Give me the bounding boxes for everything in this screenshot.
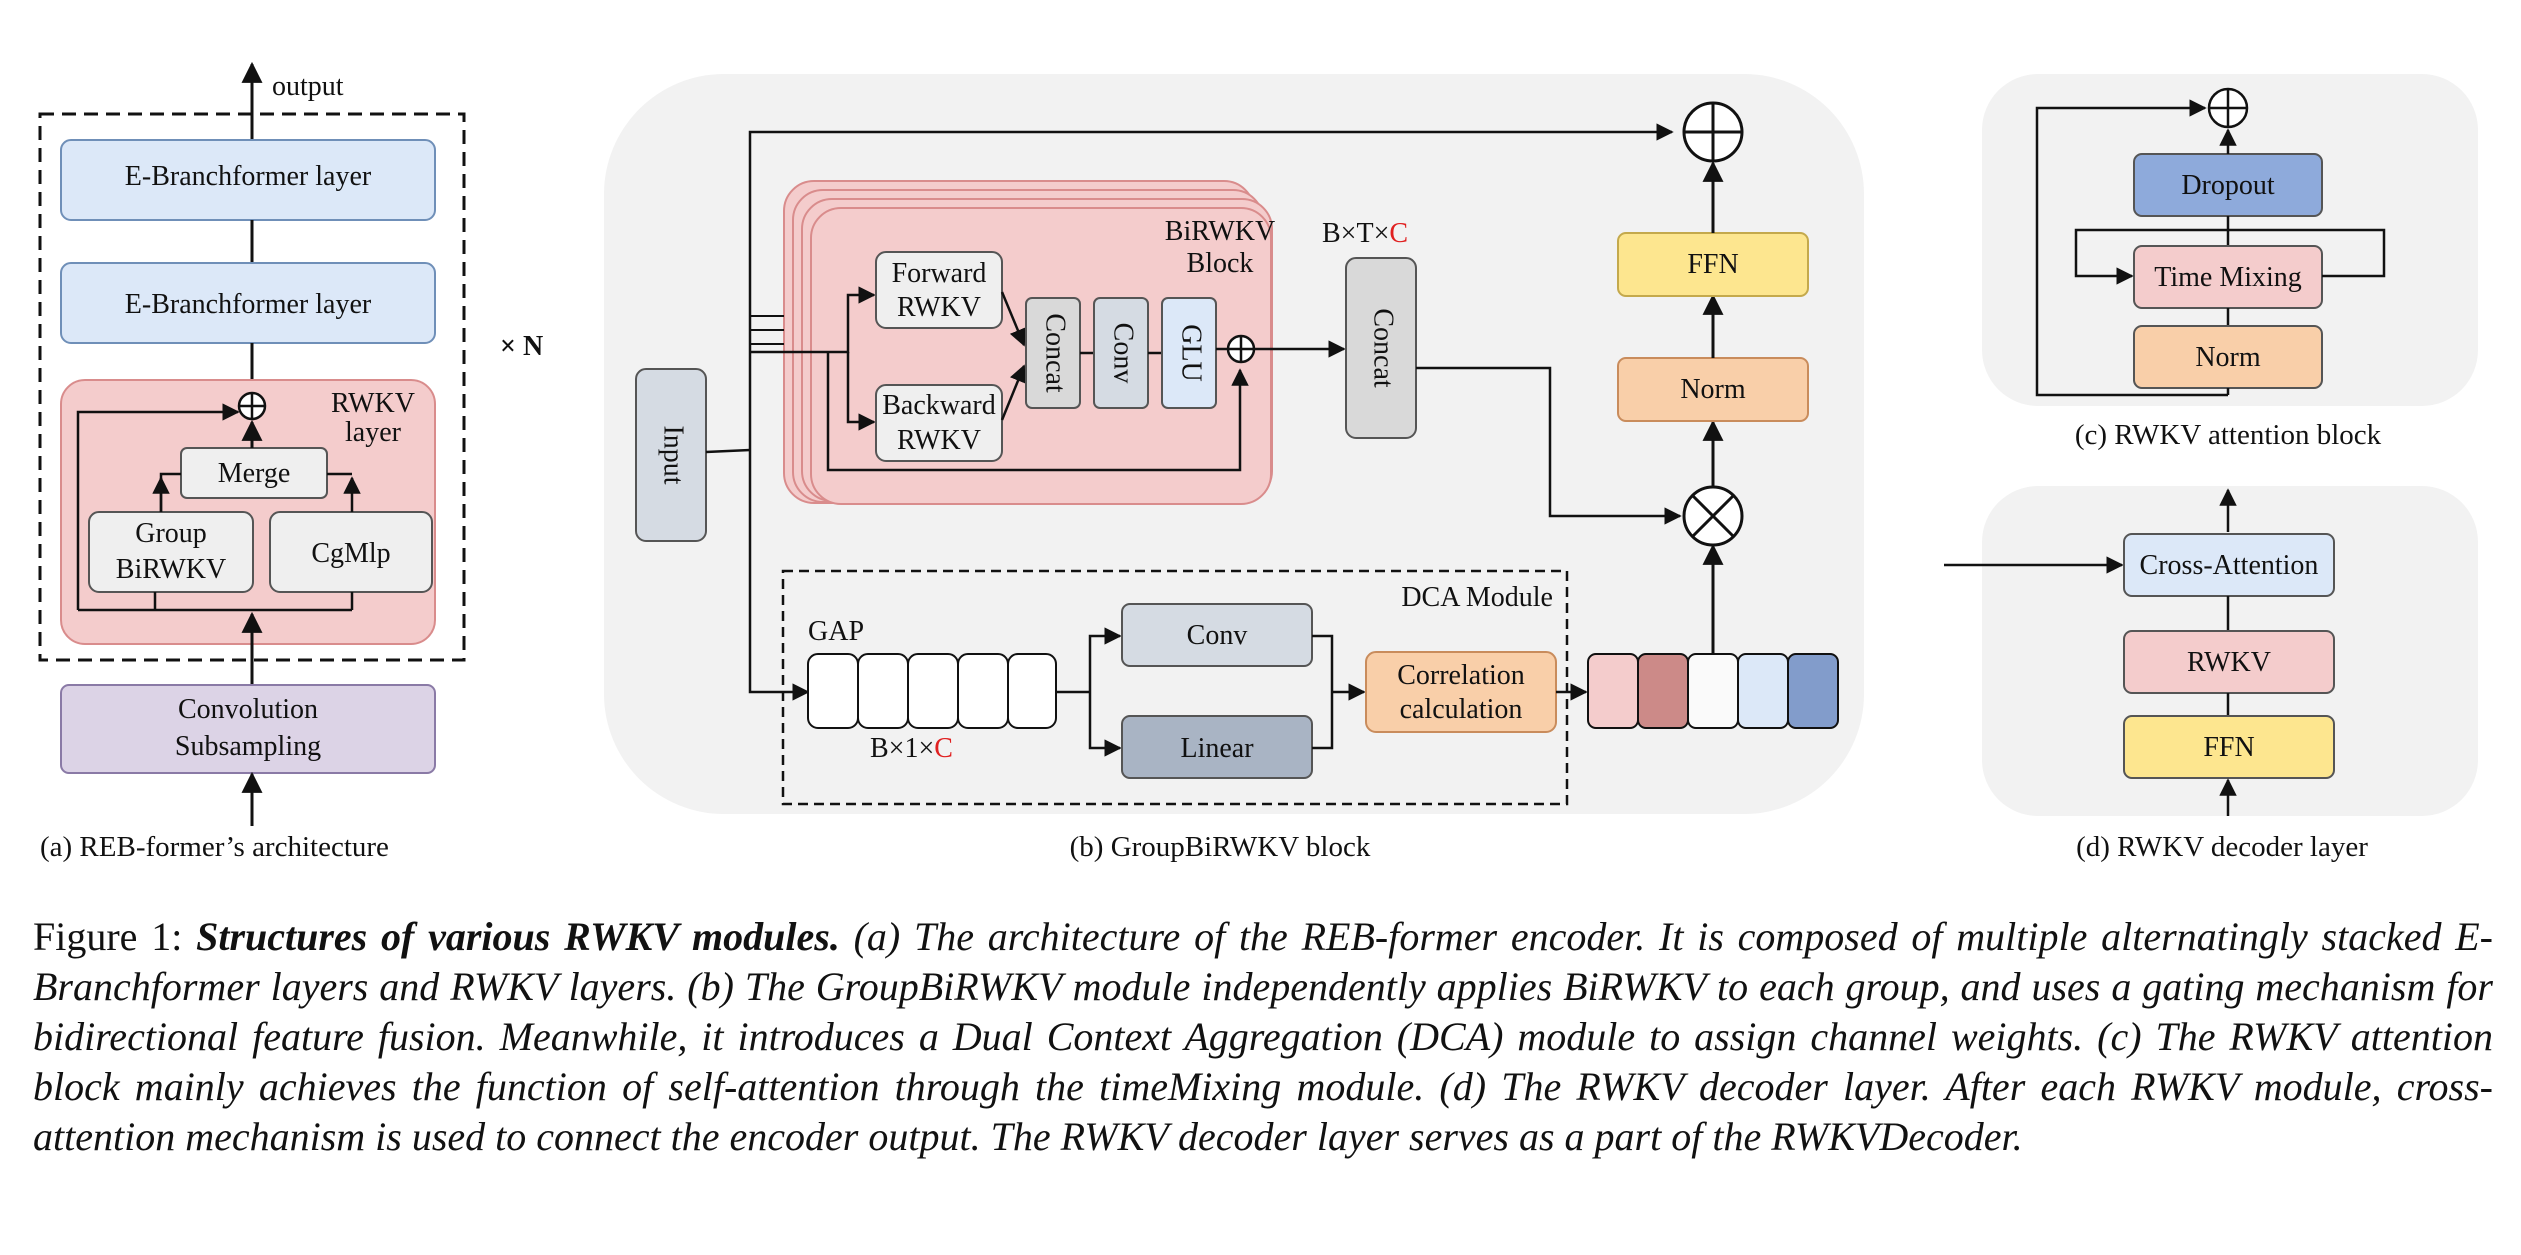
- channel-weights: [1587, 653, 1839, 729]
- forward-rwkv-box: [875, 251, 1003, 329]
- repeat-label: × N: [500, 331, 543, 362]
- e-branchformer-label-mid: E-Branchformer layer: [125, 289, 372, 320]
- group-birwkv-label-1: Group: [135, 518, 207, 549]
- correlation-label-2: calculation: [1400, 694, 1523, 725]
- ffn-box-d: [2123, 715, 2335, 779]
- figure-caption: Figure 1: Structures of various RWKV mod…: [33, 912, 2493, 1162]
- correlation-label-1: Correlation: [1397, 660, 1525, 691]
- panel-c-background: [1982, 74, 2478, 406]
- dims-top-prefix: B×T×: [1322, 218, 1389, 249]
- gap-label: GAP: [808, 616, 864, 647]
- conv-subsampling-label-1: Convolution: [178, 694, 318, 725]
- input-box: [635, 368, 707, 542]
- norm-label-c: Norm: [2195, 342, 2261, 373]
- norm-label-b: Norm: [1680, 374, 1746, 405]
- rwkv-layer-label-1: RWKV: [331, 388, 415, 419]
- dca-module-box: [781, 569, 1569, 806]
- linear-label: Linear: [1180, 733, 1254, 764]
- dims-bottom: B×1×C: [870, 733, 953, 764]
- concat-outer-label: Concat: [1368, 308, 1399, 388]
- dca-module-label: DCA Module: [1401, 582, 1553, 613]
- input-label: Input: [658, 425, 689, 484]
- conv-inner-label: Conv: [1108, 323, 1139, 384]
- e-branchformer-layer-mid: [60, 262, 436, 344]
- forward-rwkv-label-2: RWKV: [897, 292, 981, 323]
- gap-cells: [807, 653, 1057, 729]
- merge-label: Merge: [218, 458, 291, 489]
- panel-a: output × N E-Branchformer layer E-Branch…: [38, 61, 543, 863]
- concat-outer-box: [1345, 257, 1417, 439]
- backward-rwkv-label-1: Backward: [882, 390, 996, 421]
- cross-attention-label: Cross-Attention: [2140, 550, 2319, 581]
- panel-d: Cross-Attention RWKV FFN (d) RWKV decode…: [1944, 486, 2478, 863]
- rwkv-label-d: RWKV: [2187, 647, 2271, 678]
- conv-label-dca: Conv: [1187, 620, 1248, 651]
- birwkv-block-label-2: Block: [1187, 248, 1254, 279]
- dims-bottom-prefix: B×1×: [870, 733, 934, 764]
- glu-box: [1161, 297, 1217, 409]
- e-branchformer-label-top: E-Branchformer layer: [125, 161, 372, 192]
- cgmlp-label: CgMlp: [311, 538, 390, 569]
- ffn-label-b: FFN: [1687, 249, 1738, 280]
- glu-label: GLU: [1176, 324, 1207, 382]
- figure-caption-body: (a) The architecture of the REB-former e…: [33, 914, 2493, 1159]
- conv-subsampling-label-2: Subsampling: [175, 731, 321, 762]
- panel-b: Input BiRWKV Block Forward RWKV Backward…: [604, 74, 1864, 863]
- figure-label: Figure 1:: [33, 914, 183, 959]
- concat-inner-label: Concat: [1040, 313, 1071, 393]
- caption-d: (d) RWKV decoder layer: [2076, 831, 2368, 863]
- rwkv-figure: output × N E-Branchformer layer E-Branch…: [38, 61, 2478, 863]
- dims-top: B×T×C: [1322, 218, 1408, 249]
- output-label: output: [272, 71, 344, 102]
- forward-rwkv-label-1: Forward: [892, 258, 987, 289]
- repeat-box: [38, 112, 466, 662]
- caption-c: (c) RWKV attention block: [2075, 419, 2382, 451]
- rwkv-layer-label-2: layer: [345, 417, 402, 448]
- group-birwkv-label-2: BiRWKV: [116, 554, 226, 585]
- dropout-label: Dropout: [2181, 170, 2275, 201]
- group-birwkv-box: [88, 511, 254, 593]
- backward-rwkv-box: [875, 384, 1003, 462]
- caption-b: (b) GroupBiRWKV block: [1070, 831, 1371, 863]
- dims-top-c: C: [1389, 218, 1408, 249]
- figure-title: Structures of various RWKV modules.: [196, 914, 840, 959]
- panel-c: Dropout Time Mixing Norm (c) RWKV attent…: [1982, 74, 2478, 451]
- caption-a: (a) REB-former’s architecture: [40, 831, 389, 863]
- birwkv-block-label-1: BiRWKV: [1165, 216, 1275, 247]
- dims-bottom-c: C: [934, 733, 953, 764]
- backward-rwkv-label-2: RWKV: [897, 425, 981, 456]
- time-mixing-label: Time Mixing: [2154, 262, 2302, 293]
- e-branchformer-layer-top: [60, 139, 436, 221]
- ffn-label-d: FFN: [2203, 732, 2254, 763]
